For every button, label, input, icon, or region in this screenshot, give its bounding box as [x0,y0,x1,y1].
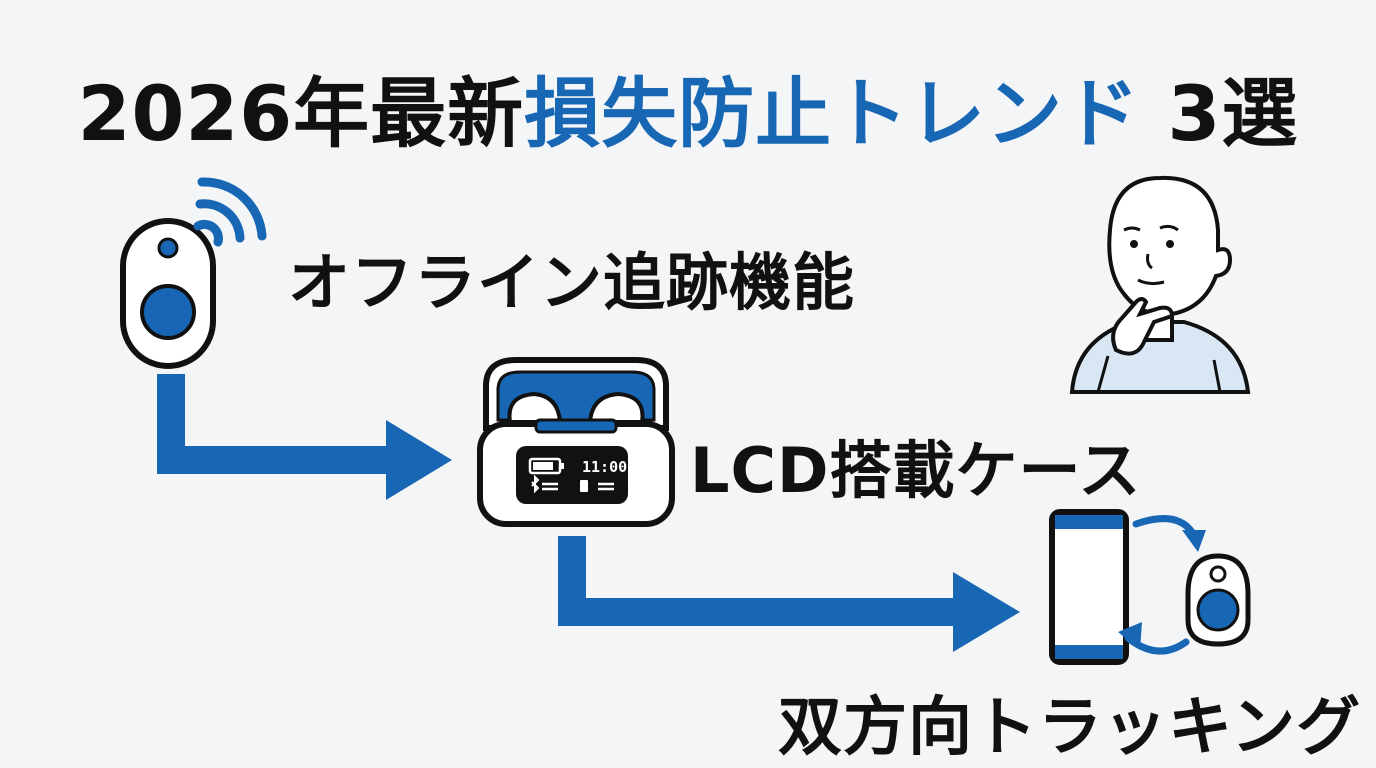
step-label-offline-tracking: オフライン追跡機能 [288,246,856,319]
step-label-lcd-case: LCD搭載ケース [690,434,1142,507]
tracker-tag-icon [1185,553,1251,647]
signal-waves-icon [193,177,267,247]
title-suffix: 3選 [1140,69,1299,158]
tracker-tag-icon [120,177,267,369]
arrow-1 [157,374,452,500]
earbuds [507,391,645,424]
title-prefix: 2026年最新 [77,69,525,158]
battery-icon [528,457,564,475]
title-accent: 損失防止トレンド [524,69,1141,158]
two-way-tracking-illustration [1049,509,1251,665]
smartphone-icon [1049,509,1129,665]
step-label-two-way-tracking: 双方向トラッキング [778,691,1362,765]
lock-icon [580,480,588,492]
earbuds-case-icon: 11:00 [477,357,675,527]
page-title: 2026年最新損失防止トレンド 3選 [0,52,1376,162]
thinking-person-icon [1069,175,1251,394]
bluetooth-icon [531,474,540,494]
lcd-time: 11:00 [582,458,627,476]
arrow-2 [558,536,1020,652]
